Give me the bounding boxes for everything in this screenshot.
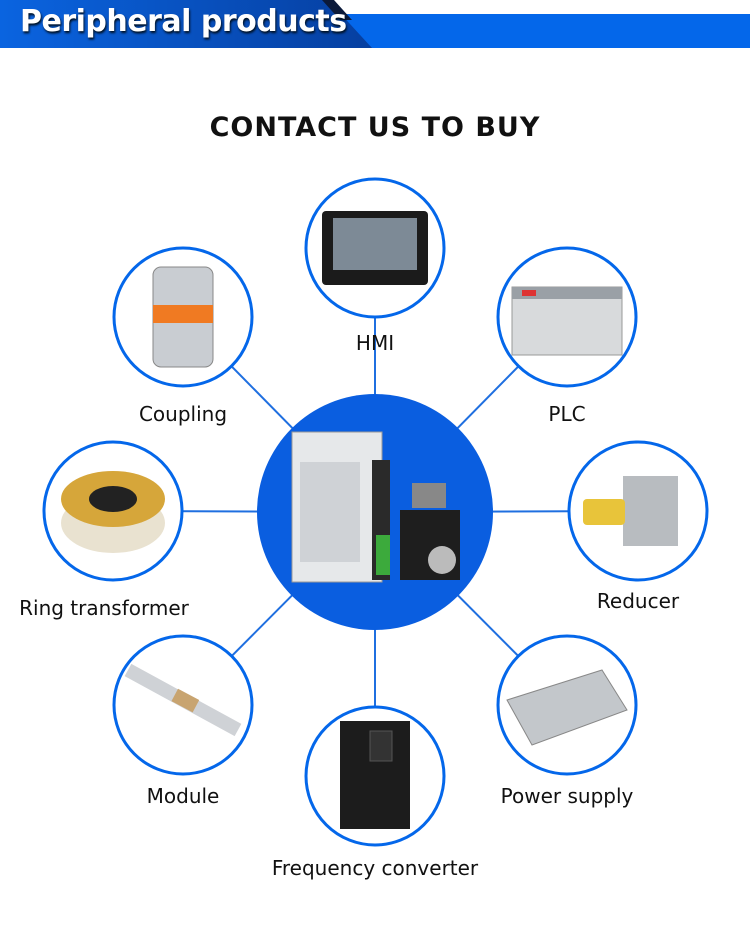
coupling-icon (152, 266, 214, 368)
subtitle: CONTACT US TO BUY (209, 112, 541, 143)
header-bar (330, 14, 750, 48)
driver-motor-icon (291, 431, 460, 583)
product-label: Module (146, 784, 220, 808)
plc-icon (511, 286, 623, 356)
hmi-icon (322, 211, 428, 285)
product-label: PLC (548, 402, 586, 426)
header-tab (0, 0, 372, 48)
header-title: Peripheral products (20, 4, 347, 39)
product-label: Frequency converter (271, 856, 479, 880)
product-label: Reducer (596, 589, 680, 613)
frequency-converter-icon (340, 721, 410, 829)
product-label: Coupling (138, 402, 228, 426)
power-supply-icon (506, 669, 628, 746)
product-label: HMI (355, 331, 395, 355)
product-label: Power supply (500, 784, 634, 808)
reducer-icon (583, 476, 678, 546)
module-icon (124, 663, 242, 737)
ring-transformer-icon (61, 471, 165, 553)
product-label: Ring transformer (19, 596, 189, 620)
